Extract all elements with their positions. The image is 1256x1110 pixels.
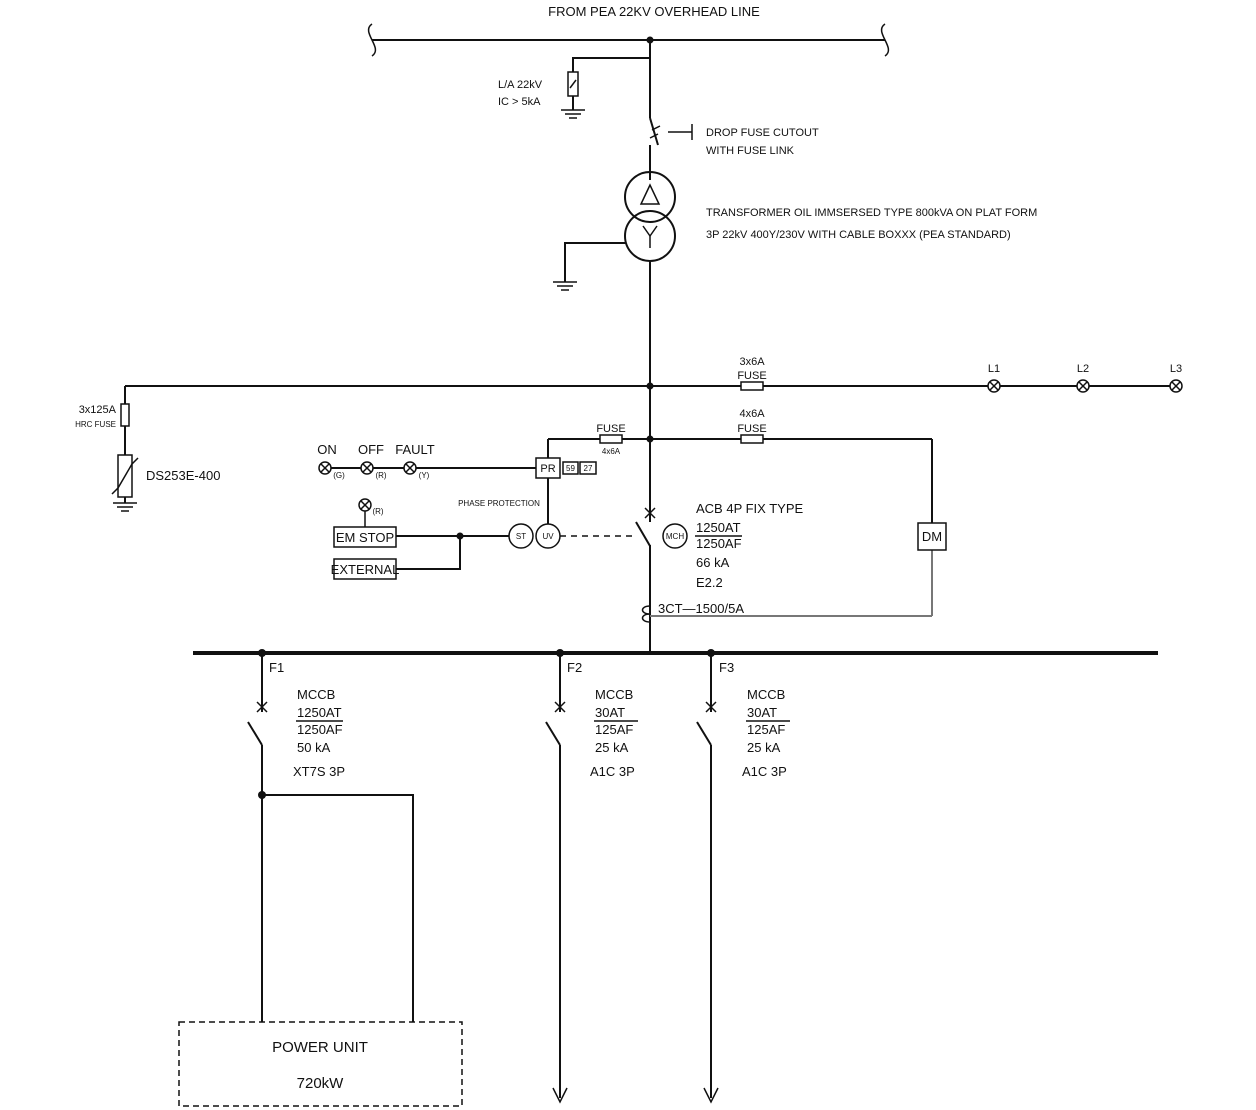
em-stop-lamp: (R) [358, 498, 384, 527]
indicator-fault-tag: (Y) [419, 471, 430, 480]
st-label: ST [516, 532, 526, 541]
phase-protection-caption: PHASE PROTECTION [458, 499, 540, 508]
drop-fuse-cutout: DROP FUSE CUTOUT WITH FUSE LINK [649, 117, 819, 180]
meter-fuse: 4x6A FUSE [737, 408, 767, 444]
mch-label: MCH [666, 532, 684, 541]
undervoltage-coil: UV [535, 523, 561, 549]
overhead-line: FROM PEA 22KV OVERHEAD LINE [367, 4, 890, 57]
relay-aux-59: 59 [566, 464, 575, 473]
relay-label: PR [540, 463, 555, 475]
feeder-f1-id: F1 [269, 660, 284, 675]
acb-title: ACB 4P FIX TYPE [696, 501, 804, 516]
uv-label: UV [542, 532, 554, 541]
spd-fuse-type: HRC FUSE [75, 420, 116, 429]
relay-aux-27: 27 [584, 464, 593, 473]
indicator-on-label: ON [317, 442, 337, 457]
cutout-line2: WITH FUSE LINK [706, 145, 795, 157]
transformer-line2: 3P 22kV 400Y/230V WITH CABLE BOXXX (PEA … [706, 229, 1011, 241]
feeder-f2-at: 30AT [595, 705, 625, 720]
estop-lamp-tag: (R) [372, 507, 383, 516]
relay-fuse-label: FUSE [596, 423, 625, 435]
indicator-off-tag: (R) [375, 471, 386, 480]
arrow-down-icon [552, 1087, 568, 1104]
shunt-trip-coil: ST [508, 523, 534, 549]
lamp-label-l3: L3 [1170, 363, 1182, 375]
indicator-lamp-off: OFF (R) [358, 442, 387, 480]
meter-fuse-label: FUSE [737, 423, 766, 435]
feeder-f1-at: 1250AT [297, 705, 342, 720]
relay-fuse-rating: 4x6A [602, 447, 621, 456]
lamp-label-l1: L1 [988, 363, 1000, 375]
feeder-f1-af: 1250AF [297, 722, 343, 737]
feeder-f2-model: A1C 3P [590, 764, 635, 779]
feeder-f2-af: 125AF [595, 722, 633, 737]
ground-icon [553, 281, 577, 291]
feeder-f3: F3 MCCB 30AT 125AF 25 kA A1C 3P [696, 653, 790, 1104]
feeder-f2-ka: 25 kA [595, 740, 629, 755]
transformer-icon: TRANSFORMER OIL IMMSERSED TYPE 800kVA ON… [553, 171, 1037, 291]
indicator-on-tag: (G) [333, 471, 345, 480]
relay-fuse: FUSE 4x6A [596, 423, 625, 456]
phase-lamp-l3: L3 [1169, 363, 1183, 393]
feeder-f3-type: MCCB [747, 687, 785, 702]
indicator-lamp-on: ON (G) [317, 442, 345, 480]
feeder-f1-model: XT7S 3P [293, 764, 345, 779]
meter-label: DM [922, 529, 942, 544]
cutout-line1: DROP FUSE CUTOUT [706, 127, 819, 139]
external-button: EXTERNAL [331, 558, 400, 580]
power-unit: POWER UNIT 720kW [178, 1021, 463, 1107]
surge-protection: 3x125A HRC FUSE DS253E-400 [75, 386, 220, 512]
spd-model: DS253E-400 [146, 468, 220, 483]
feeder-f3-af: 125AF [747, 722, 785, 737]
acb-model: E2.2 [696, 575, 723, 590]
spd-fuse-rating: 3x125A [79, 404, 117, 416]
feeder-f1-ka: 50 kA [297, 740, 331, 755]
em-stop-button: EM STOP [333, 526, 397, 548]
feeder-f3-ka: 25 kA [747, 740, 781, 755]
phase-lamp-l1: L1 [987, 363, 1001, 393]
feeder-f2: F2 MCCB 30AT 125AF 25 kA A1C 3P [545, 653, 638, 1104]
lightning-arrester: L/A 22kV IC > 5kA [498, 57, 650, 119]
source-label: FROM PEA 22KV OVERHEAD LINE [548, 4, 760, 19]
power-unit-rating: 720kW [297, 1075, 345, 1092]
feeder-f3-at: 30AT [747, 705, 777, 720]
ground-icon [561, 109, 585, 119]
feeder-f2-id: F2 [567, 660, 582, 675]
lamp-fuse-label: FUSE [737, 370, 766, 382]
arrester-line2: IC > 5kA [498, 96, 541, 108]
arrow-down-icon [703, 1087, 719, 1104]
feeder-f2-type: MCCB [595, 687, 633, 702]
digital-meter: DM [917, 522, 947, 551]
ground-icon [113, 502, 137, 512]
feeder-f3-id: F3 [719, 660, 734, 675]
current-transformer: 3CT—1500/5A [641, 601, 744, 623]
arrester-line1: L/A 22kV [498, 79, 543, 91]
phase-lamp-l2: L2 [1076, 363, 1090, 393]
lamp-label-l2: L2 [1077, 363, 1089, 375]
acb-ka: 66 kA [696, 555, 730, 570]
em-stop-label: EM STOP [336, 530, 394, 545]
acb-breaker: MCH ACB 4P FIX TYPE 1250AT 1250AF 66 kA … [635, 501, 804, 590]
external-label: EXTERNAL [331, 562, 400, 577]
acb-af: 1250AF [696, 536, 742, 551]
power-unit-title: POWER UNIT [272, 1039, 368, 1056]
phase-protection-relay: PR 59 27 PHASE PROTECTION [458, 439, 597, 524]
feeder-f3-model: A1C 3P [742, 764, 787, 779]
indicator-lamp-fault: FAULT (Y) [395, 442, 435, 480]
transformer-line1: TRANSFORMER OIL IMMSERSED TYPE 800kVA ON… [706, 207, 1037, 219]
indicator-fault-label: FAULT [395, 442, 435, 457]
lamp-fuse: 3x6A FUSE [737, 356, 767, 391]
acb-at: 1250AT [696, 520, 741, 535]
lamp-fuse-rating: 3x6A [739, 356, 765, 368]
meter-fuse-rating: 4x6A [739, 408, 765, 420]
ct-label: 3CT—1500/5A [658, 601, 744, 616]
feeder-f1: F1 MCCB 1250AT 1250AF 50 kA XT7S 3P [247, 653, 414, 1022]
feeder-f1-type: MCCB [297, 687, 335, 702]
indicator-off-label: OFF [358, 442, 384, 457]
